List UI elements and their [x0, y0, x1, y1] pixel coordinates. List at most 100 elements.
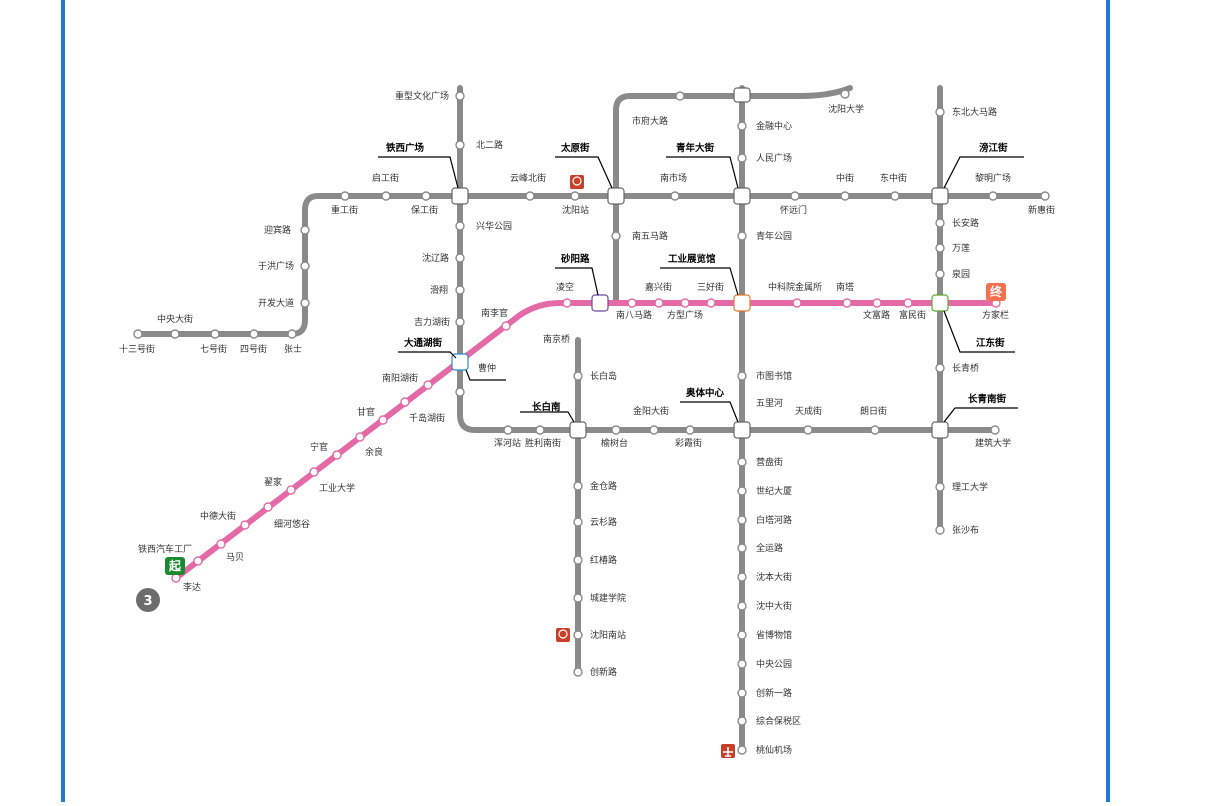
- line2-stations: [455, 91, 1000, 435]
- line-east-stations: [935, 107, 945, 535]
- line-number-badge: 3: [136, 588, 160, 612]
- label-jiangdong: 江东街: [976, 337, 1005, 349]
- svg-text:白塔河路: 白塔河路: [756, 514, 792, 526]
- svg-text:沈阳站: 沈阳站: [562, 204, 589, 216]
- svg-text:张沙布: 张沙布: [952, 524, 979, 536]
- svg-text:综合保税区: 综合保税区: [756, 715, 801, 727]
- interchange-aoti: [733, 421, 751, 439]
- svg-text:长安路: 长安路: [952, 217, 979, 229]
- svg-text:万莲: 万莲: [952, 242, 970, 254]
- svg-text:工业大学: 工业大学: [319, 482, 355, 494]
- svg-text:马贝: 马贝: [226, 552, 244, 563]
- label-qingnian: 青年大街: [676, 142, 715, 154]
- interchange-changbainan: [569, 421, 587, 439]
- interchange-labels: 铁西广场 太原街 青年大街 滂江街 砂阳路 工业展览馆 江东街 大通湖街 长白南…: [386, 142, 1008, 413]
- svg-text:3: 3: [143, 594, 152, 609]
- svg-text:金阳大街: 金阳大街: [633, 405, 669, 417]
- svg-text:曹仲: 曹仲: [478, 362, 496, 374]
- svg-text:全运路: 全运路: [756, 542, 783, 554]
- svg-text:南阳湖街: 南阳湖街: [382, 372, 418, 384]
- interchange-gongye: [733, 294, 751, 312]
- svg-text:七号街: 七号街: [200, 343, 227, 355]
- svg-text:铁西汽车工厂: 铁西汽车工厂: [138, 543, 192, 555]
- line-center-stations: [737, 121, 747, 755]
- svg-text:桃仙机场: 桃仙机场: [756, 744, 792, 756]
- svg-text:细河悠谷: 细河悠谷: [274, 518, 310, 530]
- svg-text:兴华公园: 兴华公园: [476, 220, 512, 232]
- svg-text:青年公园: 青年公园: [756, 230, 792, 242]
- svg-text:翟家: 翟家: [264, 476, 282, 488]
- svg-text:四号街: 四号街: [240, 343, 267, 355]
- svg-text:中央大街: 中央大街: [157, 313, 193, 325]
- svg-text:彩霞街: 彩霞街: [675, 437, 702, 449]
- interchange-jiangdong: [931, 294, 949, 312]
- svg-text:黎明广场: 黎明广场: [975, 172, 1011, 184]
- svg-text:东中街: 东中街: [880, 172, 907, 184]
- svg-text:嘉兴街: 嘉兴街: [645, 281, 672, 293]
- label-changqing: 长青南街: [968, 393, 1007, 405]
- svg-text:云峰北街: 云峰北街: [510, 172, 546, 184]
- svg-text:沈阳南站: 沈阳南站: [590, 629, 626, 641]
- svg-text:新惠街: 新惠街: [1028, 204, 1055, 216]
- line3-stations: [171, 298, 1001, 583]
- label-pangjiang: 滂江街: [979, 142, 1008, 154]
- svg-text:中科院金属所: 中科院金属所: [768, 281, 822, 293]
- svg-text:朗日街: 朗日街: [860, 405, 887, 417]
- svg-text:南八马路: 南八马路: [616, 309, 652, 321]
- svg-text:营盘街: 营盘街: [756, 456, 783, 468]
- line-tr-stations: [611, 89, 850, 241]
- start-terminal-icon: 起: [165, 557, 185, 575]
- rail-station-icon: [570, 175, 584, 189]
- line-s1-labels: 南京桥 长白岛 金仓路 云杉路 红椿路 城建学院 沈阳南站 创新路: [543, 333, 626, 678]
- svg-text:怀远门: 怀远门: [780, 204, 807, 216]
- interchange-changqing: [931, 421, 949, 439]
- svg-text:建筑大学: 建筑大学: [975, 437, 1011, 449]
- svg-text:千岛湖街: 千岛湖街: [409, 412, 445, 424]
- svg-text:东北大马路: 东北大马路: [952, 106, 997, 118]
- line-s2-labels: 营盘街 世纪大厦 白塔河路 全运路 沈本大街 沈中大街 省博物馆 中央公园 创新…: [756, 456, 801, 756]
- interchange-shayang: [591, 294, 609, 312]
- interchange-top: [733, 87, 751, 103]
- svg-text:泉园: 泉园: [952, 268, 970, 280]
- line-s1-stations: [573, 371, 583, 677]
- svg-text:云杉路: 云杉路: [590, 516, 617, 528]
- svg-text:启工街: 启工街: [372, 172, 399, 184]
- line1-stations: [133, 191, 1050, 339]
- svg-text:重型文化广场: 重型文化广场: [395, 90, 449, 102]
- svg-text:吉力湖街: 吉力湖街: [414, 316, 450, 328]
- svg-text:保工街: 保工街: [411, 204, 438, 216]
- label-aoti: 奥体中心: [685, 387, 725, 399]
- end-terminal-icon: 终: [986, 283, 1006, 301]
- svg-text:创新路: 创新路: [590, 666, 617, 678]
- svg-text:金仓路: 金仓路: [590, 480, 617, 492]
- svg-text:李达: 李达: [183, 581, 201, 593]
- callouts: [378, 156, 1024, 423]
- label-tiexi: 铁西广场: [386, 142, 425, 154]
- label-datong: 大通湖街: [404, 337, 443, 349]
- svg-text:沈本大街: 沈本大街: [756, 571, 792, 583]
- interchange-pangjiang: [931, 187, 949, 205]
- svg-text:南李官: 南李官: [481, 307, 508, 319]
- svg-text:富民街: 富民街: [899, 309, 926, 321]
- frame-left-border: [61, 0, 65, 802]
- east-line-labels: 东北大马路 长安路 万莲 泉园 长青桥 理工大学 张沙布: [952, 106, 997, 536]
- line2-track: [457, 85, 943, 433]
- svg-text:市府大路: 市府大路: [632, 115, 668, 127]
- svg-text:红椿路: 红椿路: [590, 554, 617, 566]
- line1-labels: 十三号街 中央大街 七号街 四号街 张士 开发大道 于洪广场 迎宾路 重工街 启…: [119, 172, 1055, 355]
- svg-text:方家栏: 方家栏: [982, 309, 1009, 321]
- label-gongye: 工业展览馆: [668, 253, 716, 265]
- svg-text:中德大街: 中德大街: [200, 510, 236, 522]
- line-tr-track: [613, 85, 853, 303]
- svg-text:方型广场: 方型广场: [667, 309, 703, 321]
- interchange-markers: [451, 87, 949, 439]
- svg-text:重工街: 重工街: [331, 204, 358, 216]
- svg-text:迎宾路: 迎宾路: [264, 224, 291, 236]
- svg-text:榆树台: 榆树台: [601, 437, 628, 449]
- svg-text:五里河: 五里河: [756, 397, 783, 409]
- svg-text:开发大道: 开发大道: [258, 297, 294, 309]
- svg-text:市图书馆: 市图书馆: [756, 370, 792, 382]
- svg-text:南京桥: 南京桥: [543, 333, 570, 345]
- svg-text:沈中大街: 沈中大街: [756, 600, 792, 612]
